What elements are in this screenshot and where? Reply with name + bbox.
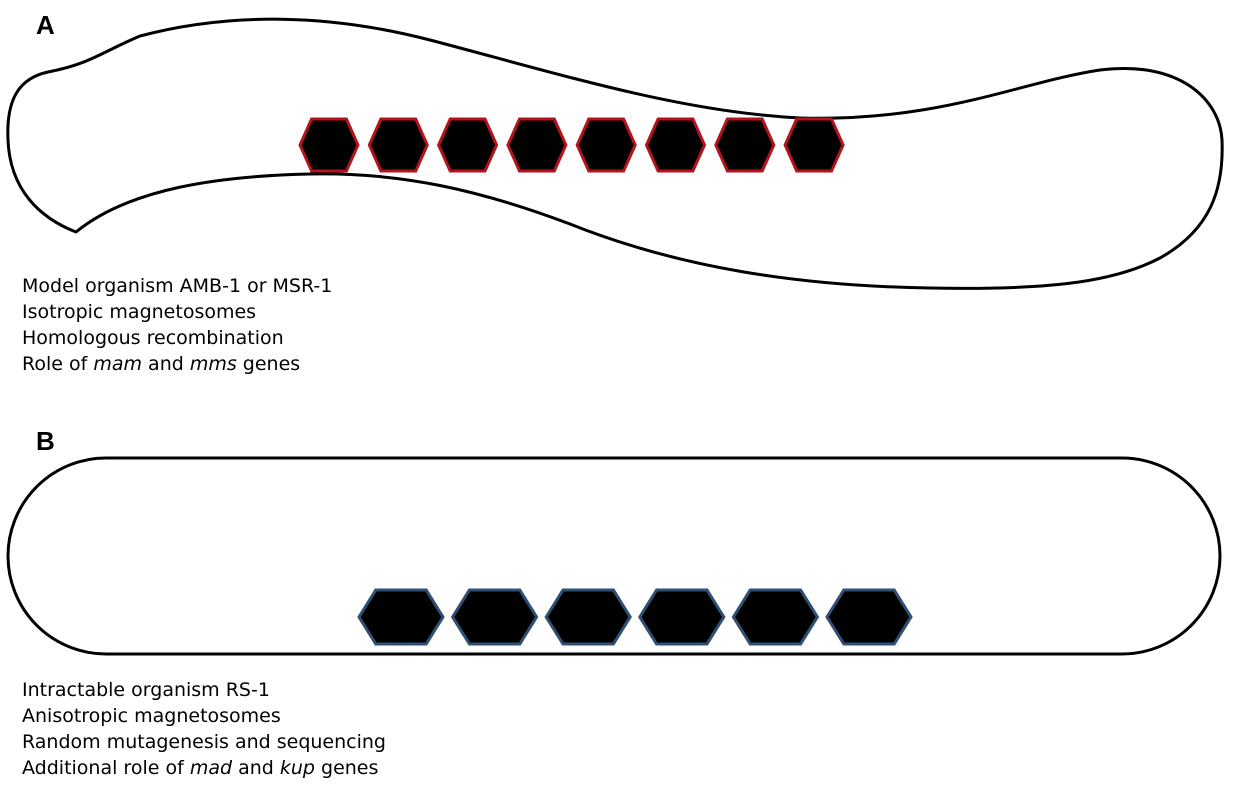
description-line: Random mutagenesis and sequencing xyxy=(22,729,386,755)
panel-label-b: B xyxy=(36,426,55,456)
description-line: Anisotropic magnetosomes xyxy=(22,703,386,729)
magnetosome-crystal xyxy=(298,117,360,173)
text-run: genes xyxy=(314,757,379,779)
magnetosome-crystal xyxy=(436,117,499,173)
description-line: Homologous recombination xyxy=(22,325,332,351)
text-run: genes xyxy=(236,353,301,375)
magnetosome-crystal xyxy=(506,117,568,173)
text-run: Anisotropic magnetosomes xyxy=(22,705,281,727)
description-line: Isotropic magnetosomes xyxy=(22,299,332,325)
gene-name: mms xyxy=(189,353,237,375)
magnetosome-crystal xyxy=(575,117,637,173)
gene-name: mam xyxy=(93,353,143,375)
gene-name: mad xyxy=(189,757,233,779)
magnetosome-chain-b xyxy=(357,588,913,646)
text-run: and xyxy=(232,757,280,779)
description-line: Additional role of mad and kup genes xyxy=(22,755,386,781)
magnetosome-chain-a xyxy=(298,117,845,173)
description-line: Model organism AMB-1 or MSR-1 xyxy=(22,273,332,299)
description-line: Role of mam and mms genes xyxy=(22,351,332,377)
magnetosome-crystal xyxy=(450,588,539,646)
magnetosome-crystal xyxy=(825,588,913,646)
text-run: Model organism AMB-1 or MSR-1 xyxy=(22,275,333,297)
text-run: Role of xyxy=(22,353,94,375)
cell-outline-b xyxy=(6,456,1222,656)
text-run: Isotropic magnetosomes xyxy=(22,301,257,323)
magnetosome-crystal xyxy=(714,117,776,173)
outline-break-mark xyxy=(1139,60,1151,67)
magnetosome-crystal xyxy=(638,588,726,646)
magnetosome-crystal xyxy=(731,588,820,646)
cell-outline-a xyxy=(6,17,1224,290)
magnetosome-crystal xyxy=(544,588,632,646)
magnetosome-crystal xyxy=(357,588,445,646)
magnetosome-crystal xyxy=(783,117,845,173)
magnetosome-crystal xyxy=(367,117,429,173)
text-run: and xyxy=(142,353,190,375)
text-run: Homologous recombination xyxy=(22,327,284,349)
text-run: Additional role of xyxy=(22,757,190,779)
gene-name: kup xyxy=(279,757,315,779)
description-line: Intractable organism RS-1 xyxy=(22,677,386,703)
panel-label-a: A xyxy=(36,10,55,40)
text-run: Random mutagenesis and sequencing xyxy=(22,731,386,753)
text-run: Intractable organism RS-1 xyxy=(22,679,270,701)
magnetosome-crystal xyxy=(644,117,707,173)
